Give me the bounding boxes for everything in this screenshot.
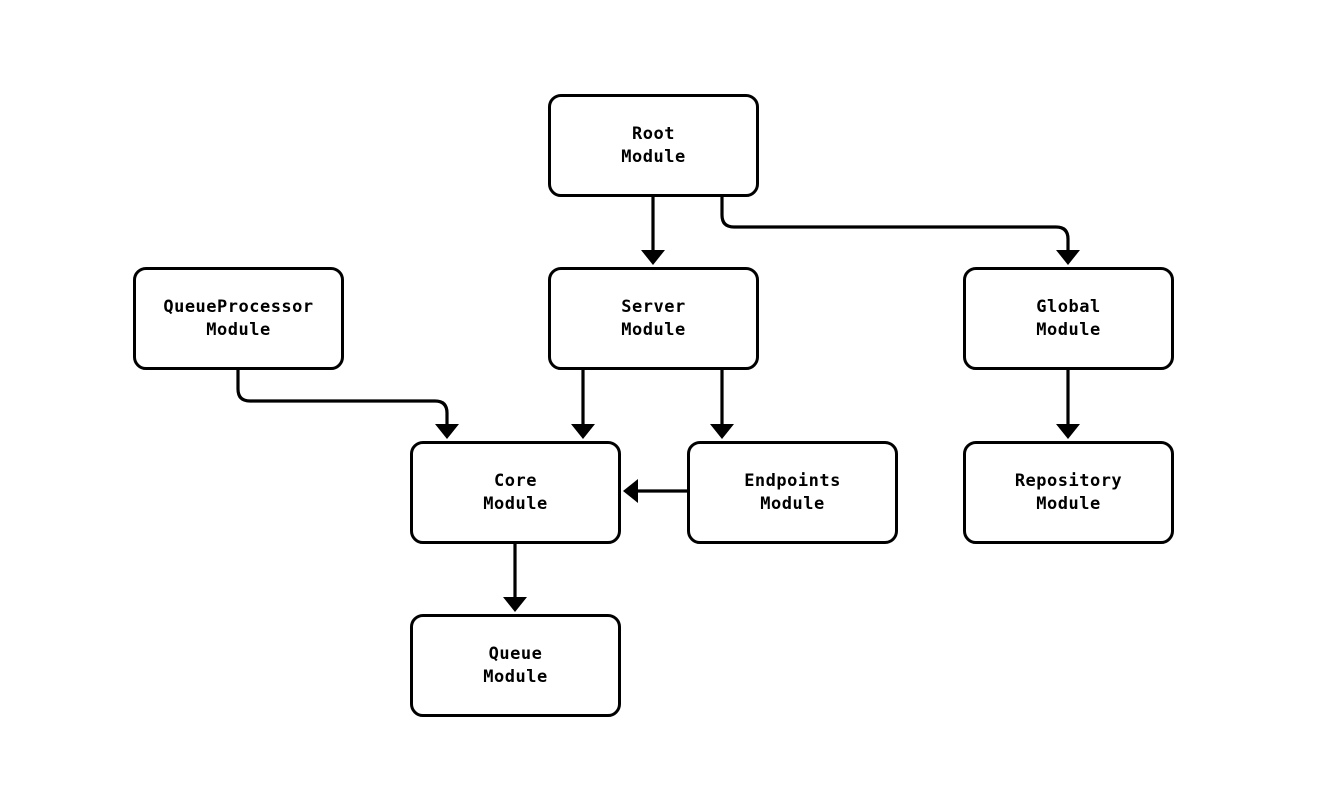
node-queue-module-line2: Module xyxy=(483,666,548,687)
node-queueprocessor-module-line2: Module xyxy=(206,319,271,340)
arrowhead-endpoints-to-core xyxy=(623,479,638,503)
node-repository-module-line1: Repository xyxy=(1014,470,1123,491)
node-queueprocessor-module[interactable]: QueueProcessor Module xyxy=(133,267,344,370)
arrowhead-root-to-server xyxy=(641,250,665,265)
arrowhead-global-to-repository xyxy=(1056,424,1080,439)
arrowhead-root-to-global xyxy=(1056,250,1080,265)
node-queue-module-line1: Queue xyxy=(488,643,543,664)
node-core-module[interactable]: Core Module xyxy=(410,441,621,544)
edge-queueprocessor-to-core xyxy=(236,370,449,426)
edge-root-to-global xyxy=(720,197,1070,252)
node-root-module-line2: Module xyxy=(621,146,686,167)
node-queueprocessor-module-line1: QueueProcessor xyxy=(163,296,314,317)
node-repository-module[interactable]: Repository Module xyxy=(963,441,1174,544)
node-endpoints-module-line2: Module xyxy=(760,493,825,514)
node-repository-module-line2: Module xyxy=(1036,493,1101,514)
node-server-module-line2: Module xyxy=(621,319,686,340)
node-core-module-line2: Module xyxy=(483,493,548,514)
arrowhead-core-to-queue xyxy=(503,597,527,612)
node-global-module[interactable]: Global Module xyxy=(963,267,1174,370)
node-server-module-line1: Server xyxy=(621,296,686,317)
arrowhead-server-to-core xyxy=(571,424,595,439)
node-root-module[interactable]: Root Module xyxy=(548,94,759,197)
node-endpoints-module-line1: Endpoints xyxy=(744,470,841,491)
node-root-module-line1: Root xyxy=(632,123,675,144)
node-core-module-line1: Core xyxy=(494,470,537,491)
node-server-module[interactable]: Server Module xyxy=(548,267,759,370)
node-endpoints-module[interactable]: Endpoints Module xyxy=(687,441,898,544)
arrowhead-queueprocessor-to-core xyxy=(435,424,459,439)
node-global-module-line1: Global xyxy=(1036,296,1101,317)
node-queue-module[interactable]: Queue Module xyxy=(410,614,621,717)
node-global-module-line2: Module xyxy=(1036,319,1101,340)
arrowhead-server-to-endpoints xyxy=(710,424,734,439)
